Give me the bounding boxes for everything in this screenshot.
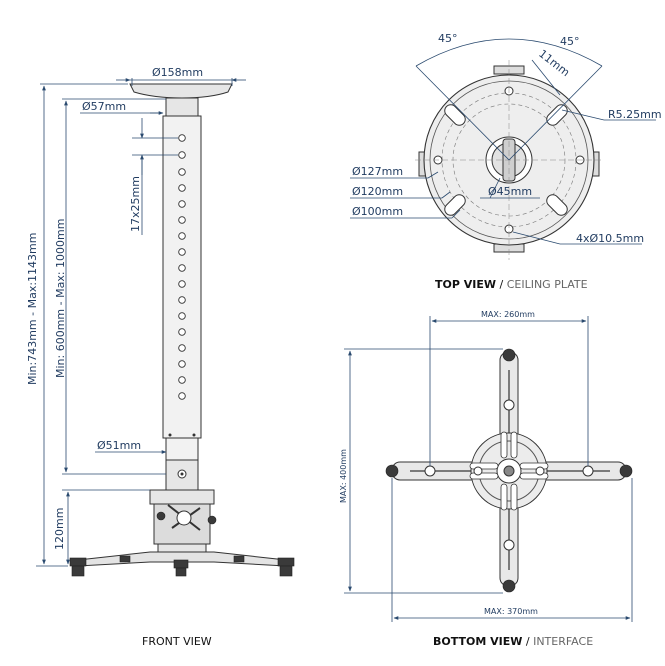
front-view: Ø158mm Ø57mm 17x25mm Min:743mm - Max:114… bbox=[26, 66, 295, 648]
max-400-label: MAX: 400mm bbox=[339, 449, 348, 503]
tube-length-label: Min: 600mm - Max: 1000mm bbox=[54, 219, 67, 378]
angle-left-label: 45° bbox=[438, 32, 458, 45]
holes-label: 4xØ10.5mm bbox=[576, 232, 644, 245]
interface-feet bbox=[385, 348, 633, 593]
max-260-label: MAX: 260mm bbox=[481, 310, 535, 319]
total-height-label: Min:743mm - Max:1143mm bbox=[26, 233, 39, 386]
d127-label: Ø127mm bbox=[352, 165, 403, 178]
max-370-label: MAX: 370mm bbox=[484, 607, 538, 616]
plate-collar bbox=[165, 97, 199, 117]
d120-label: Ø120mm bbox=[352, 185, 403, 198]
d45-label: Ø45mm bbox=[488, 185, 532, 198]
tilt-head bbox=[149, 489, 215, 505]
hole-spacing-label: 17x25mm bbox=[129, 176, 142, 232]
radius-label: R5.25mm bbox=[608, 108, 662, 121]
bottom-view-caption: BOTTOM VIEW / INTERFACE bbox=[433, 635, 593, 648]
inner-tube bbox=[165, 437, 199, 461]
ceiling-plate bbox=[129, 83, 233, 99]
plate-diameter-label: Ø158mm bbox=[152, 66, 203, 79]
tube-diameter-bottom-label: Ø51mm bbox=[97, 439, 141, 452]
tube-holes bbox=[178, 134, 186, 400]
base-height-label: 120mm bbox=[53, 508, 66, 550]
outer-tube bbox=[162, 115, 202, 439]
d100-label: Ø100mm bbox=[352, 205, 403, 218]
angle-right-label: 45° bbox=[560, 35, 580, 48]
bottom-view: MAX: 260mm MAX: 400mm MAX: 370mm BOTTOM … bbox=[339, 310, 633, 648]
tube-diameter-top-label: Ø57mm bbox=[82, 100, 126, 113]
front-view-caption: FRONT VIEW bbox=[142, 635, 212, 648]
slot-width-label: 11mm bbox=[536, 47, 572, 79]
top-view-caption: TOP VIEW / CEILING PLATE bbox=[435, 278, 588, 291]
top-view: 45° 45° 11mm R5.25mm Ø127mm Ø120mm Ø100m… bbox=[350, 32, 662, 291]
